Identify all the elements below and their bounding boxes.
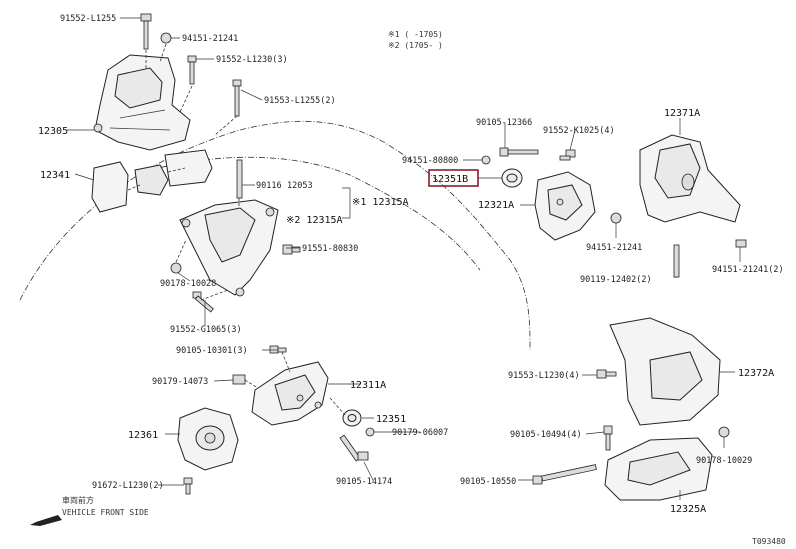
label-12372A: 12372A bbox=[738, 368, 774, 379]
bolt-90105-14174[interactable] bbox=[339, 434, 369, 462]
nut-94151-21241-2[interactable] bbox=[735, 239, 747, 248]
label-90105-10301-3: 90105-10301(3) bbox=[176, 346, 248, 356]
label-12361: 12361 bbox=[128, 430, 158, 441]
label-90119-12402-2: 90119-12402(2) bbox=[580, 275, 652, 285]
highlight-box-12351B bbox=[428, 169, 479, 187]
label-91551-80830: 91551-80830 bbox=[302, 244, 358, 254]
label-90178-10028: 90178-10028 bbox=[160, 279, 216, 289]
label-91552-L1255: 91552-L1255 bbox=[60, 14, 116, 24]
label-12305: 12305 bbox=[38, 126, 68, 137]
engine-mount-insulator-12361[interactable] bbox=[177, 407, 239, 471]
label-90178-10029: 90178-10029 bbox=[696, 456, 752, 466]
engine-mount-bracket-12305[interactable] bbox=[93, 54, 191, 151]
figure-id: T093480 bbox=[752, 537, 786, 546]
assembly-dash-lines-12311A bbox=[244, 351, 346, 416]
assembly-dash-lines-mid bbox=[127, 167, 186, 191]
label-90179-06007: 90179-06007 bbox=[392, 428, 448, 438]
label-90116: 90116 bbox=[256, 181, 282, 191]
bolt-90105-10494[interactable] bbox=[603, 425, 613, 451]
nut-90178-10029[interactable] bbox=[718, 426, 730, 438]
label-91672-L1230-2: 91672-L1230(2) bbox=[92, 481, 164, 491]
label-12321A: 12321A bbox=[478, 200, 514, 211]
label-12351: 12351 bbox=[376, 414, 406, 425]
label-94151-21241-right: 94151-21241 bbox=[586, 243, 642, 253]
assembly-dash-lines-top bbox=[145, 43, 238, 136]
assembly-dash-lines-12315A bbox=[175, 198, 240, 301]
engine-mount-bracket-12311A[interactable] bbox=[251, 361, 329, 426]
bushing-12351[interactable] bbox=[342, 409, 362, 427]
nut-94151-21241-top[interactable] bbox=[160, 32, 172, 44]
bolt-91552-L1230[interactable] bbox=[187, 55, 197, 85]
bolt-91672-L1230[interactable] bbox=[183, 477, 193, 495]
note-1: ※1 ( -1705) bbox=[388, 30, 443, 39]
label-94151-21241-top: 94151-21241 bbox=[182, 34, 238, 44]
nut-94151-80800[interactable] bbox=[481, 155, 491, 165]
engine-mount-bracket-12325A[interactable] bbox=[604, 437, 713, 501]
label-91553-L1230-4: 91553-L1230(4) bbox=[508, 371, 580, 381]
label-91552-K1025-4: 91552-K1025(4) bbox=[543, 126, 615, 136]
label-91553-L1255-2: 91553-L1255(2) bbox=[264, 96, 336, 106]
label-12315A-note1: ※1 12315A bbox=[352, 197, 409, 208]
label-90105-12366: 90105-12366 bbox=[476, 118, 532, 128]
label-91552-L1230-3: 91552-L1230(3) bbox=[216, 55, 288, 65]
bushing-12351B[interactable] bbox=[501, 168, 523, 188]
label-90105-14174: 90105-14174 bbox=[336, 477, 392, 487]
label-90105-10494-4: 90105-10494(4) bbox=[510, 430, 582, 440]
stud-90116[interactable] bbox=[236, 159, 243, 199]
bolt-90119-12402[interactable] bbox=[673, 244, 680, 278]
label-90105-10550: 90105-10550 bbox=[460, 477, 516, 487]
washer-90179-14073[interactable] bbox=[232, 374, 246, 385]
label-94151-21241-2: 94151-21241(2) bbox=[712, 265, 784, 275]
label-90179-14073: 90179-14073 bbox=[152, 377, 208, 387]
label-91552-G1065-3: 91552-G1065(3) bbox=[170, 325, 242, 335]
nut-90179-06007[interactable] bbox=[365, 427, 375, 437]
engine-mount-bracket-12372A[interactable] bbox=[609, 317, 721, 426]
bolt-91552-G1065[interactable] bbox=[192, 291, 214, 313]
nut-90178-10028[interactable] bbox=[170, 262, 182, 274]
label-94151-80800: 94151-80800 bbox=[402, 156, 458, 166]
label-12311A: 12311A bbox=[350, 380, 386, 391]
vehicle-body-outline-inner bbox=[149, 156, 481, 271]
nut-94151-21241-right[interactable] bbox=[610, 212, 622, 224]
bolt-90105-12366[interactable] bbox=[499, 147, 539, 157]
vehicle-front-arrow-icon bbox=[30, 515, 62, 526]
bolt-91552-L1255[interactable] bbox=[140, 13, 152, 50]
label-12341: 12341 bbox=[40, 170, 70, 181]
bolt-90105-10550[interactable] bbox=[532, 464, 597, 485]
label-12053: 12053 bbox=[287, 181, 313, 191]
bolt-91552-K1025[interactable] bbox=[559, 149, 576, 161]
leader-lines bbox=[67, 17, 741, 500]
spacer-12341[interactable] bbox=[91, 149, 213, 213]
engine-mount-bracket-12315A[interactable] bbox=[179, 199, 279, 297]
bolt-91553-L1255[interactable] bbox=[232, 79, 242, 117]
bolt-91551-80830[interactable] bbox=[282, 244, 301, 255]
label-12371A: 12371A bbox=[664, 108, 700, 119]
label-12351B[interactable]: 12351B bbox=[432, 174, 468, 185]
label-12325A: 12325A bbox=[670, 504, 706, 515]
engine-mount-bracket-12321A[interactable] bbox=[534, 171, 596, 241]
engine-mount-insulator-12371A[interactable] bbox=[639, 134, 741, 223]
bolt-90105-10301[interactable] bbox=[269, 345, 287, 354]
note-2: ※2 (1705- ) bbox=[388, 41, 443, 50]
label-12315A-note2: ※2 12315A bbox=[286, 215, 343, 226]
direction-label-jp: 車両前方 bbox=[62, 495, 94, 505]
bolt-91553-L1230[interactable] bbox=[596, 369, 617, 379]
direction-label-en: VEHICLE FRONT SIDE bbox=[62, 508, 149, 517]
